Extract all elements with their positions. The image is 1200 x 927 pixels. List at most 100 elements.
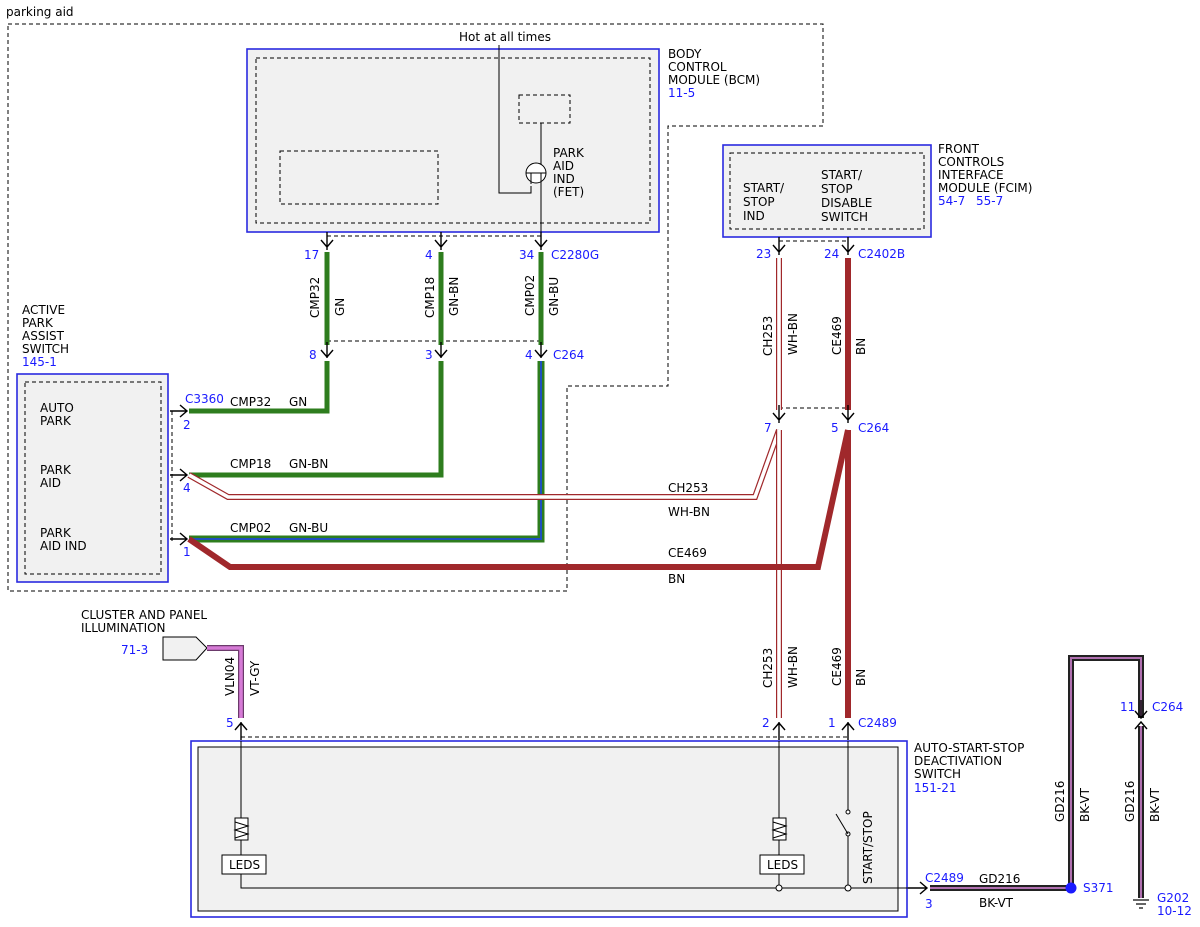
cluster-connector-icon [162,636,208,661]
junction-dots [775,884,852,892]
label-ch253-h: CH253 [668,481,708,495]
leds-box-left [221,854,267,875]
label-bn-low: BN [854,669,868,686]
label-bn-h: BN [668,572,685,586]
c264-pin-5: 5 [831,421,839,435]
apa-pin-park-aid-ind: PARK AID IND [40,526,87,553]
label-bk-vt-h: BK-VT [979,896,1014,910]
ground-icon [1133,899,1149,909]
start-stop-switch-icon [835,809,851,837]
bcm-sub-block [279,150,439,205]
assd-pin-3: 3 [925,897,933,911]
fcim-ref-link-1[interactable]: 54-7 [938,194,965,208]
apa-pin-park-aid: PARK AID [40,463,75,490]
pin-4: 4 [425,248,433,262]
power-label: Hot at all times [459,30,551,44]
connector-c2280g[interactable]: C2280G [551,248,599,262]
connector-c3360[interactable]: C3360 [185,392,224,406]
apa-pin-4: 4 [183,481,191,495]
connector-c2489-top[interactable]: C2489 [858,716,897,730]
label-cmp32-h: CMP32 [230,395,271,409]
label-cmp02: CMP02 [523,275,537,316]
pin-8: 8 [309,348,317,362]
label-gn-h: GN [289,395,307,409]
wire-cmp32 [189,252,330,414]
splice-s371[interactable]: S371 [1083,881,1114,895]
label-gd216-v2: GD216 [1123,781,1137,822]
c264-lower-arrow [1134,700,1148,730]
connector-c264-upper[interactable]: C264 [553,348,584,362]
bcm-inner-dashed [255,57,651,224]
c2489-out-arrow [908,881,929,895]
fcim-inner-dashed [729,152,925,230]
label-wh-bn-low: WH-BN [786,646,800,688]
ground-g202-ref[interactable]: 10-12 [1157,904,1192,918]
c264-pin-7: 7 [764,421,772,435]
parking-aid-boundary [7,23,824,592]
wire-cmp02 [189,252,545,543]
fcim-pin-23: 23 [756,247,771,261]
connector-c2489-bottom[interactable]: C2489 [925,871,964,885]
bcm-ref-link[interactable]: 11-5 [668,86,695,100]
label-cmp32: CMP32 [308,277,322,318]
label-cmp18: CMP18 [423,277,437,318]
connector-c264-lower[interactable]: C264 [1152,700,1183,714]
label-gn-bn: GN-BN [447,277,461,316]
label-ch253-top: CH253 [761,316,775,356]
label-bn-top: BN [854,338,868,355]
connector-arrows-bcm [320,232,548,359]
assd-pin-1: 1 [828,716,836,730]
wire-vln04 [207,645,244,718]
leds-box-right [759,854,805,875]
label-gd216-h: GD216 [979,872,1020,886]
label-ce469-h: CE469 [668,546,707,560]
pin-17: 17 [304,248,319,262]
fet-label: PARK AID IND (FET) [553,146,588,199]
fcim-connector-arrows [772,237,855,423]
wire-cmp18 [189,252,444,478]
apa-label: ACTIVE PARK ASSIST SWITCH [22,303,69,356]
fcim-disable-switch: START/ STOP DISABLE SWITCH [821,168,876,224]
bcm-module [246,48,660,233]
apa-pin-1: 1 [183,545,191,559]
label-wh-bn-h: WH-BN [668,505,710,519]
connector-c264-mid[interactable]: C264 [858,421,889,435]
connector-c2402b[interactable]: C2402B [858,247,905,261]
label-ce469-low: CE469 [830,647,844,686]
led-resistor-icon-right [771,817,788,841]
assd-connector-arrows [234,721,855,740]
power-feed-line [498,45,532,194]
splice-s371-icon [1065,882,1077,894]
apa-ref-link[interactable]: 145-1 [22,355,57,369]
label-vt-gy: VT-GY [248,660,262,696]
label-cmp02-h: CMP02 [230,521,271,535]
fcim-label: FRONT CONTROLS INTERFACE MODULE (FCIM) [938,142,1032,195]
pin-34: 34 [519,248,534,262]
label-cmp18-h: CMP18 [230,457,271,471]
start-stop-label: START/STOP [861,811,875,884]
label-gn-bu-h: GN-BU [289,521,328,535]
bcm-label: BODY CONTROL MODULE (BCM) [668,47,760,87]
cluster-ref-link[interactable]: 71-3 [121,643,148,657]
assd-ref-link[interactable]: 151-21 [914,781,957,795]
label-ch253-low: CH253 [761,648,775,688]
ground-g202[interactable]: G202 [1157,891,1189,905]
label-ce469-top: CE469 [830,316,844,355]
fet-transistor-icon [525,162,547,184]
wire-ch253 [187,258,782,718]
assd-internal-wiring [240,741,918,889]
fcim-pin-24: 24 [824,247,839,261]
apa-connector-arrows [170,404,189,546]
bcm-power-block [518,94,571,124]
apa-pin-auto-park: AUTO PARK [40,401,78,428]
fcim-module [722,144,932,238]
assd-inner [197,746,899,912]
assd-label: AUTO-START-STOP DEACTIVATION SWITCH [914,741,1028,781]
leds-label-left: LEDS [229,858,260,872]
label-wh-bn-top: WH-BN [786,313,800,355]
label-bk-vt-v1: BK-VT [1078,787,1092,822]
apa-inner-dashed [24,381,162,575]
label-gn: GN [333,298,347,316]
fcim-ref-link-2[interactable]: 55-7 [976,194,1003,208]
